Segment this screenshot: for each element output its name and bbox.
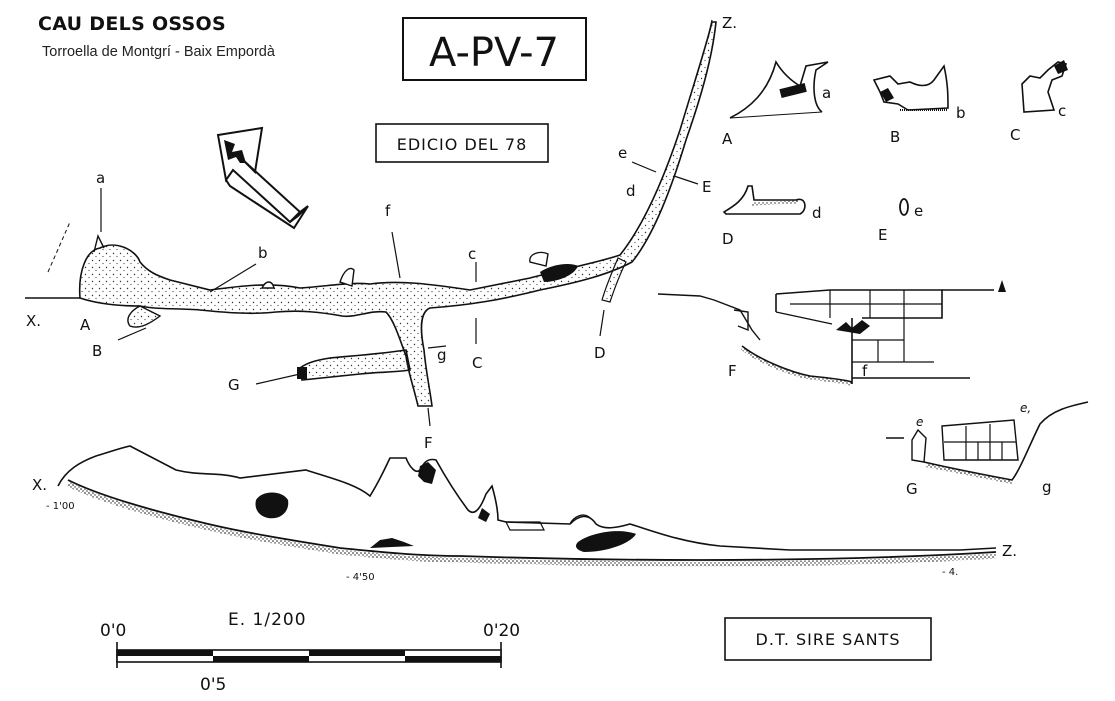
- section-label-A: A: [722, 130, 733, 148]
- profile-depth-start: - 1'00: [46, 501, 75, 512]
- section-label-g: g: [1042, 478, 1052, 496]
- cross-section-D: D d: [722, 185, 822, 248]
- cave-profile: X. - 1'00 - 4'50 - 4. Z.: [32, 445, 1017, 583]
- cross-section-C: C c: [1010, 60, 1068, 144]
- code-label: A-PV-7: [429, 30, 559, 76]
- scale-tick-0: 0'0: [100, 621, 126, 641]
- plan-label-c: c: [468, 245, 476, 263]
- profile-label-x: X.: [32, 476, 47, 494]
- profile-depth-mid: - 4'50: [346, 572, 375, 583]
- section-label-B: B: [890, 128, 900, 146]
- section-label-a: a: [822, 84, 831, 102]
- scale-bar: E. 1/200 0'0 0'20 0'5: [100, 610, 520, 695]
- section-label-e-small: e: [916, 415, 923, 429]
- section-label-C: C: [1010, 126, 1020, 144]
- plan-label-b: b: [258, 244, 268, 262]
- plan-label-g: g: [437, 346, 447, 364]
- cross-section-E: E e: [878, 198, 923, 244]
- cave-title: CAU DELS OSSOS: [38, 13, 226, 35]
- section-F-wall-detail: F f: [657, 280, 1006, 386]
- plan-label-E: E: [702, 178, 711, 196]
- section-label-e1: e,: [1020, 401, 1031, 415]
- cross-section-B: B b: [872, 64, 966, 146]
- plan-label-a: a: [96, 169, 105, 187]
- plan-label-G: G: [228, 376, 240, 394]
- north-arrow-icon: [216, 126, 309, 230]
- section-G-wall-detail: e e, G g: [886, 401, 1089, 498]
- profile-label-z: Z.: [1002, 542, 1017, 560]
- section-label-c: c: [1058, 102, 1066, 120]
- author-box: D.T. SIRE SANTS: [724, 617, 932, 661]
- plan-label-x: X.: [26, 312, 41, 330]
- plan-label-d: d: [626, 182, 636, 200]
- section-label-E: E: [878, 226, 887, 244]
- section-label-f: f: [862, 362, 868, 380]
- section-label-F: F: [728, 362, 737, 380]
- scale-tick-20: 0'20: [483, 621, 520, 641]
- scale-label: E. 1/200: [228, 610, 307, 630]
- plan-label-e: e: [618, 144, 627, 162]
- section-label-b: b: [956, 104, 966, 122]
- plan-label-z: Z.: [722, 14, 737, 32]
- section-label-e: e: [914, 202, 923, 220]
- cross-section-A: A a: [722, 59, 831, 148]
- edition-box: EDICIO DEL 78: [375, 123, 549, 163]
- section-label-D: D: [722, 230, 734, 248]
- section-label-G: G: [906, 480, 918, 498]
- scale-tick-5: 0'5: [200, 675, 226, 695]
- cave-plan: X. Z. a A b B c C d D e E f F g G: [25, 14, 737, 452]
- plan-label-B: B: [92, 342, 102, 360]
- code-box: A-PV-7: [402, 17, 587, 81]
- plan-label-D: D: [594, 344, 606, 362]
- section-label-d: d: [812, 204, 822, 222]
- edition-label: EDICIO DEL 78: [397, 135, 528, 154]
- profile-depth-end: - 4.: [942, 567, 958, 578]
- plan-label-C: C: [472, 354, 482, 372]
- plan-label-A: A: [80, 316, 91, 334]
- author-label: D.T. SIRE SANTS: [756, 630, 901, 649]
- plan-label-f: f: [385, 202, 391, 220]
- cave-location: Torroella de Montgrí - Baix Empordà: [42, 44, 275, 60]
- plan-label-F: F: [424, 434, 433, 452]
